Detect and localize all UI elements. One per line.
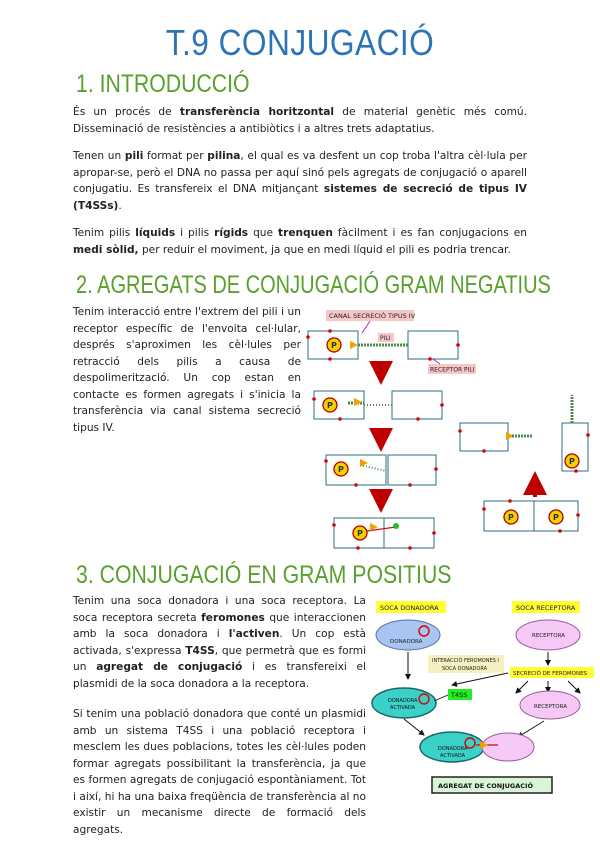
- svg-text:SOCA DONADORA: SOCA DONADORA: [442, 666, 488, 672]
- pili-label: PILI: [380, 335, 391, 342]
- gram-positive-figure: SOCA DONADORA SOCA RECEPTORA DONADORA RE…: [371, 601, 594, 794]
- svg-text:RECEPTORA: RECEPTORA: [532, 633, 565, 639]
- secrecio-label: SECRECIÓ DE FEROMONES: [513, 670, 588, 677]
- svg-text:RECEPTORA: RECEPTORA: [534, 704, 567, 710]
- agregat-label-box: [431, 776, 553, 794]
- svg-text:ACTIVADA: ACTIVADA: [440, 753, 466, 759]
- canal-label: CANAL SECRECIÓ TIPUS IV: [329, 311, 416, 320]
- interaccio-label-box: [428, 655, 504, 673]
- svg-text:DONADORA: DONADORA: [390, 639, 423, 645]
- svg-text:P: P: [508, 513, 514, 522]
- svg-text:P: P: [357, 529, 363, 538]
- section-1-heading: 1. INTRODUCCIÓ: [76, 70, 250, 98]
- soca-donadora-label-box: [376, 601, 446, 613]
- soca-receptora-label: SOCA RECEPTORA: [516, 604, 576, 612]
- svg-text:P: P: [327, 401, 333, 410]
- receptora-cell-2: [519, 690, 581, 720]
- section-2-heading: 2. AGREGATS DE CONJUGACIÓ GRAM NEGATIUS: [76, 271, 551, 299]
- agregat-receptor-cell: [481, 732, 535, 762]
- svg-text:INTERACCIÓ FEROMONES I: INTERACCIÓ FEROMONES I: [432, 657, 499, 664]
- svg-text:P: P: [553, 513, 559, 522]
- page-title: T.9 CONJUGACIÓ: [165, 22, 435, 63]
- right-pair-lower: P P: [482, 499, 580, 533]
- step-4-cells: P: [332, 517, 436, 550]
- svg-text:P: P: [331, 341, 337, 350]
- svg-text:P: P: [569, 457, 575, 466]
- receptora-cell: [515, 619, 581, 651]
- svg-text:P: P: [338, 465, 344, 474]
- step-1-cells: P: [306, 329, 460, 361]
- donadora-cell: [375, 619, 441, 651]
- step-3-cells: P: [324, 454, 438, 487]
- t4ss-label: T4SS: [450, 691, 467, 699]
- gram-negative-paragraph: Tenim interacció entre l'extrem del pili…: [73, 306, 301, 434]
- right-pair-upper: P: [458, 395, 590, 473]
- intro-paragraph-3: Tenim pilis líquids i pilis rígids que t…: [73, 227, 527, 256]
- agregat-label: AGREGAT DE CONJUGACIÓ: [438, 781, 533, 790]
- svg-text:ACTIVADA: ACTIVADA: [390, 705, 416, 711]
- intro-paragraph-2: Tenen un pili format per pilina, el qual…: [73, 150, 527, 212]
- gram-positive-paragraph-2: Si tenim una població donadora que conté…: [73, 708, 366, 836]
- intro-paragraph-1: És un procés de transferència horitzonta…: [73, 106, 527, 135]
- soca-donadora-label: SOCA DONADORA: [380, 604, 439, 612]
- section-3-heading: 3. CONJUGACIÓ EN GRAM POSITIUS: [76, 561, 452, 589]
- canal-label-box: [326, 310, 414, 321]
- gram-negative-figure: CANAL SECRECIÓ TIPUS IV PILI RECEPTOR PI…: [306, 310, 590, 550]
- receptor-label: RECEPTOR PILI: [430, 367, 475, 374]
- gram-positive-paragraph-1: Tenim una soca donadora i una soca recep…: [73, 595, 367, 690]
- svg-text:DONADORA: DONADORA: [438, 746, 468, 752]
- svg-text:DONADORA: DONADORA: [388, 698, 418, 704]
- step-2-cells: P: [312, 390, 444, 421]
